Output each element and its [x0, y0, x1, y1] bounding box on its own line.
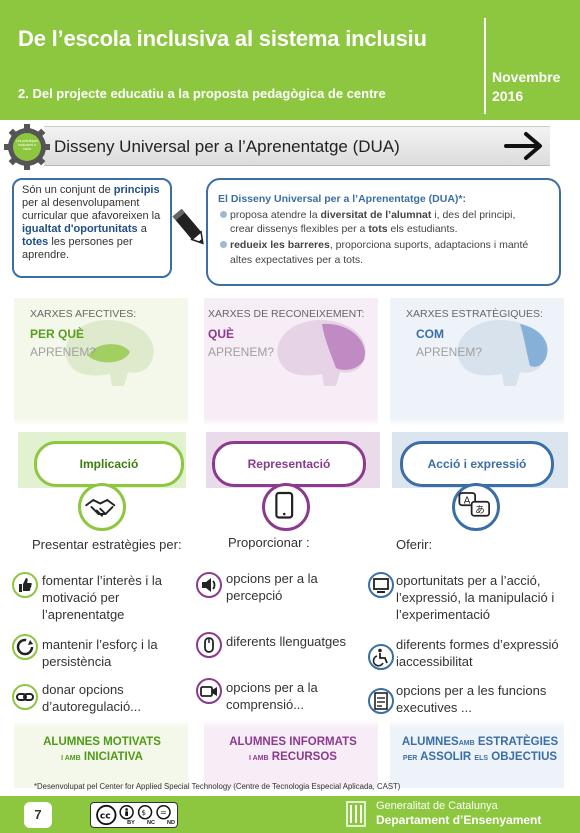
bullet-dot: [220, 211, 227, 218]
svg-text:=: =: [160, 807, 167, 817]
outcome-informed: ALUMNES INFORMATS: [229, 736, 357, 748]
svg-text:A: A: [464, 496, 471, 507]
page-subtitle: 2. Del projecte educatiu a la proposta p…: [18, 86, 386, 101]
speaker-icon: [196, 572, 222, 598]
refresh-icon: [12, 634, 38, 660]
bullet-dot: [220, 241, 227, 248]
question-recognition: QUÈ: [208, 327, 235, 341]
arrow-right-icon[interactable]: [500, 128, 548, 164]
thumbs-up-icon: [12, 572, 38, 598]
question-strategic-sub: APRENEM?: [416, 345, 483, 359]
footnote: *Desenvolupat pel Center for Applied Spe…: [34, 782, 401, 791]
date-month: Novembre: [492, 69, 561, 85]
cc-by-label: BY: [127, 820, 135, 826]
link-icon: [12, 684, 38, 710]
outcome-motivated: ALUMNES MOTIVATS: [43, 736, 161, 748]
question-recognition-sub: APRENEM?: [208, 345, 275, 359]
mouse-icon: [196, 632, 222, 658]
cc-nc-label: NC: [147, 820, 155, 826]
section-title-band: [44, 126, 550, 166]
cc-license-icon: cc $ =: [96, 804, 171, 826]
intro-definition-box: [12, 178, 172, 278]
svg-text:cc: cc: [100, 811, 111, 822]
intro-dua-title: El Disseny Universal per a l’Aprenentatg…: [218, 193, 466, 205]
handshake-icon: [78, 483, 126, 531]
svg-text:あ: あ: [475, 505, 485, 516]
intro-bullet-2-cont: altes expectatives per a tots.: [230, 254, 364, 266]
tablet-icon: [262, 483, 310, 531]
pencil-icon: [172, 208, 204, 245]
network-label-recognition: XARXES DE RECONEIXEMENT:: [208, 308, 365, 320]
brain-recognition-icon: [277, 320, 366, 386]
outcome-strategic-2: PER ASSOLIR ELS OBJECTIUS: [402, 751, 558, 763]
column-affective: [14, 298, 188, 788]
question-affective-sub: APRENEM?: [30, 345, 97, 359]
action-item-1: oportunitats per a l’acció, l’expressió,…: [396, 573, 555, 622]
header-band: [0, 0, 580, 120]
intro-definition-text: Són un conjunt de principis per al desen…: [22, 184, 161, 261]
intro-bullet-1: proposa atendre la diversitat de l’alumn…: [220, 208, 515, 222]
outcome-strategic: ALUMNESAMB ESTRATÈGIES: [401, 736, 559, 748]
action-item-2: diferents formes d’expressió iaccessibil…: [396, 637, 559, 669]
question-affective: PER QUÈ: [30, 327, 85, 341]
header-date: Novembre 2016: [492, 68, 560, 106]
monitor-icon: [368, 572, 394, 598]
lead-implication: Presentar estratègies per:: [32, 537, 182, 552]
brain-affective-icon: [65, 320, 154, 386]
intro-bullet-2: redueix les barreres, proporciona suport…: [220, 238, 528, 252]
lead-representation: Proporcionar :: [228, 535, 310, 550]
video-camera-icon: [196, 678, 222, 704]
gear-label: Les pràctiques inclusives a l'aula: [15, 139, 39, 151]
generalitat-logo-icon: [346, 801, 366, 827]
principle-implication: Implicació: [34, 441, 184, 487]
section-title: Disseny Universal per a l’Aprenentatge (…: [54, 137, 400, 156]
page-number: 7: [24, 802, 52, 828]
brain-strategic-icon: [457, 320, 548, 386]
gear-icon: Les pràctiques inclusives a l'aula: [4, 124, 50, 170]
translate-icon: A あ: [452, 483, 500, 531]
representation-item-3: opcions per a la comprensió...: [226, 680, 318, 712]
principle-action-expression: Acció i expressió: [400, 441, 554, 487]
representation-item-1: opcions per a la percepció: [226, 571, 318, 603]
action-item-3: opcions per a les funcions executives ..…: [396, 683, 547, 715]
column-recognition: [204, 298, 378, 788]
department-name: Departament d’Ensenyament: [376, 813, 542, 827]
outcome-motivated-2: I AMB INICIATIVA: [61, 751, 143, 763]
representation-item-2: diferents llenguatges: [226, 634, 346, 649]
cc-nd-label: ND: [167, 820, 175, 826]
generalitat-name: Generalitat de Catalunya: [376, 800, 498, 812]
network-label-affective: XARXES AFECTIVES:: [30, 308, 137, 320]
outcome-informed-2: I AMB RECURSOS: [249, 751, 337, 763]
svg-text:$: $: [141, 808, 146, 817]
column-strategic: [390, 298, 564, 788]
header-divider: [484, 18, 486, 114]
page-title: De l’escola inclusiva al sistema inclusi…: [18, 26, 427, 51]
implication-item-1: fomentar l’interès i la motivació per l’…: [42, 573, 162, 622]
intro-bullet-1-cont: crear dissenys flexibles per a tots els …: [230, 223, 458, 235]
lead-action: Oferir:: [396, 537, 433, 552]
principle-representation: Representació: [212, 441, 366, 487]
question-strategic: COM: [416, 327, 444, 341]
creative-commons-badge[interactable]: cc $ =: [90, 802, 178, 828]
implication-item-3: donar opcions d’autoregulació...: [42, 682, 142, 714]
network-label-strategic: XARXES ESTRATÈGIQUES:: [406, 308, 543, 320]
implication-item-2: mantenir l’esforç i la persistència: [42, 637, 158, 669]
accessibility-icon: [368, 644, 394, 670]
date-year: 2016: [492, 88, 524, 104]
intro-dua-box: [206, 178, 561, 286]
checklist-icon: [368, 688, 394, 714]
